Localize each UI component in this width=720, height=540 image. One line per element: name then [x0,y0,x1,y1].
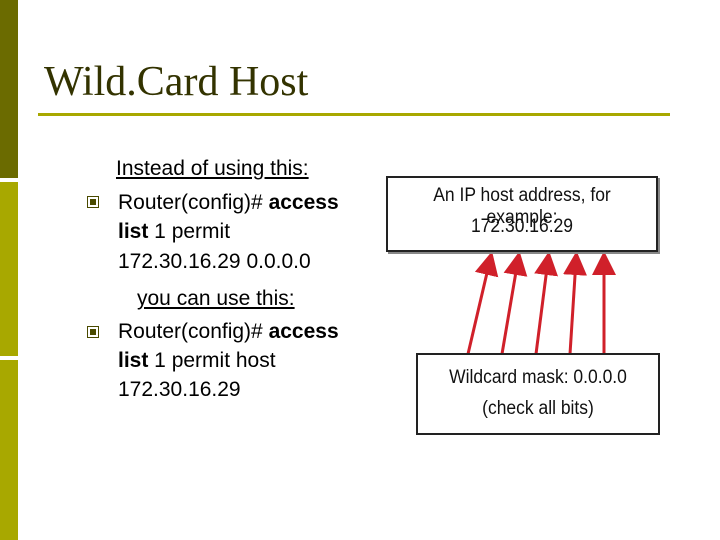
heading-use-this: you can use this: [137,287,295,310]
bullet1-line1: Router(config)# access [118,191,339,214]
title-underline-rule [38,113,670,116]
arrows-graphic [466,251,616,355]
arrow-line [466,251,499,355]
wildcard-mask-box: Wildcard mask: 0.0.0.0 (check all bits) [416,353,660,435]
heading-instead: Instead of using this: [116,157,309,180]
bullet1-line3: 172.30.16.29 0.0.0.0 [118,250,311,273]
arrow-line [500,251,528,355]
bullet-icon [87,326,99,338]
bullet1-line2: list 1 permit [118,220,231,243]
mask-box-caption: Wildcard mask: 0.0.0.0 [449,367,627,388]
host-address-box: An IP host address, for example: 172.30.… [386,176,658,252]
host-box-caption: An IP host address, for example: [433,185,611,228]
slide-title: Wild.Card Host [44,59,309,105]
bullet2-line1: Router(config)# access [118,320,339,343]
bullet2-line3: 172.30.16.29 [118,378,241,401]
host-box-address: 172.30.16.29 [470,216,574,237]
accent-bar-divider [0,356,18,360]
left-accent-bar-dark [0,0,18,180]
bullet2-line2: list 1 permit host [118,349,276,372]
bullet-icon [87,196,99,208]
wildcard-diagram: An IP host address, for example: 172.30.… [380,170,680,450]
mask-box-note: (check all bits) [482,398,594,419]
arrow-line [534,251,559,355]
accent-bar-divider [0,178,18,182]
left-accent-bar-light [0,180,18,540]
arrow-line [563,251,588,355]
